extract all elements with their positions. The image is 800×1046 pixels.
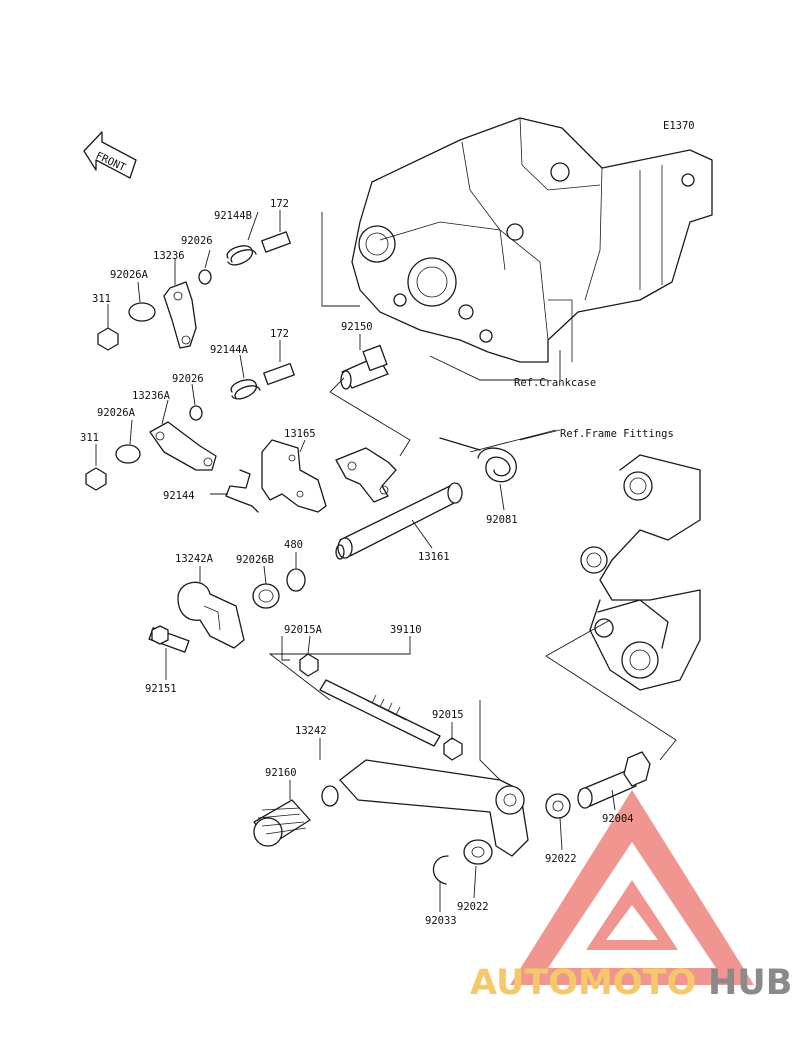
label-311-mid: 311 [80,432,99,444]
label-92160: 92160 [265,767,297,779]
label-13236: 13236 [153,250,185,262]
ref-crankcase: Ref.Crankcase [514,377,596,389]
shift-pedal [253,759,529,857]
part-labels: 92144B 172 92026 13236 92026A 311 172 92… [80,198,674,927]
watermark-text: AUTOMOTO HUB [470,963,792,1003]
label-92026A-mid: 92026A [97,407,136,419]
label-13242: 13242 [295,725,327,737]
label-13161: 13161 [418,551,450,563]
label-92026B: 92026B [236,554,274,566]
watermark-automoto: AUTOMOTO [470,963,696,1003]
label-480: 480 [284,539,303,551]
label-92033: 92033 [425,915,457,927]
label-92026-top: 92026 [181,235,213,247]
label-92022-right: 92022 [545,853,577,865]
label-13242A: 13242A [175,553,214,565]
label-92015A: 92015A [284,624,323,636]
label-172-mid: 172 [270,328,289,340]
label-92026A-top: 92026A [110,269,149,281]
pivot-bolt [577,751,651,809]
ref-frame-fittings: Ref.Frame Fittings [560,428,674,440]
label-92144B: 92144B [214,210,252,222]
washers [432,793,571,885]
shift-mechanism [225,344,517,513]
tie-rod [299,653,463,761]
label-92081: 92081 [486,514,518,526]
label-92004: 92004 [602,813,634,825]
crankcase [351,117,713,363]
label-13165: 13165 [284,428,316,440]
shift-lever-arm [148,581,245,653]
shift-arm-upper [97,231,291,351]
label-92022-bottom: 92022 [457,901,489,913]
watermark-logo [510,790,754,985]
label-172-top: 172 [270,198,289,210]
label-311-top: 311 [92,293,111,305]
leader-lines [95,210,677,912]
label-92144: 92144 [163,490,195,502]
label-92026-mid: 92026 [172,373,204,385]
diagram-code: E1370 [663,120,695,132]
watermark-hub: HUB [708,963,792,1003]
frame-fittings [580,454,701,691]
label-39110: 39110 [390,624,422,636]
shift-shaft [252,482,463,609]
label-92015: 92015 [432,709,464,721]
label-92144A: 92144A [210,344,249,356]
shift-arm-middle [85,362,295,491]
front-arrow-icon: FRONT [83,131,137,179]
label-13236A: 13236A [132,390,171,402]
label-92150: 92150 [341,321,373,333]
label-92151: 92151 [145,683,177,695]
